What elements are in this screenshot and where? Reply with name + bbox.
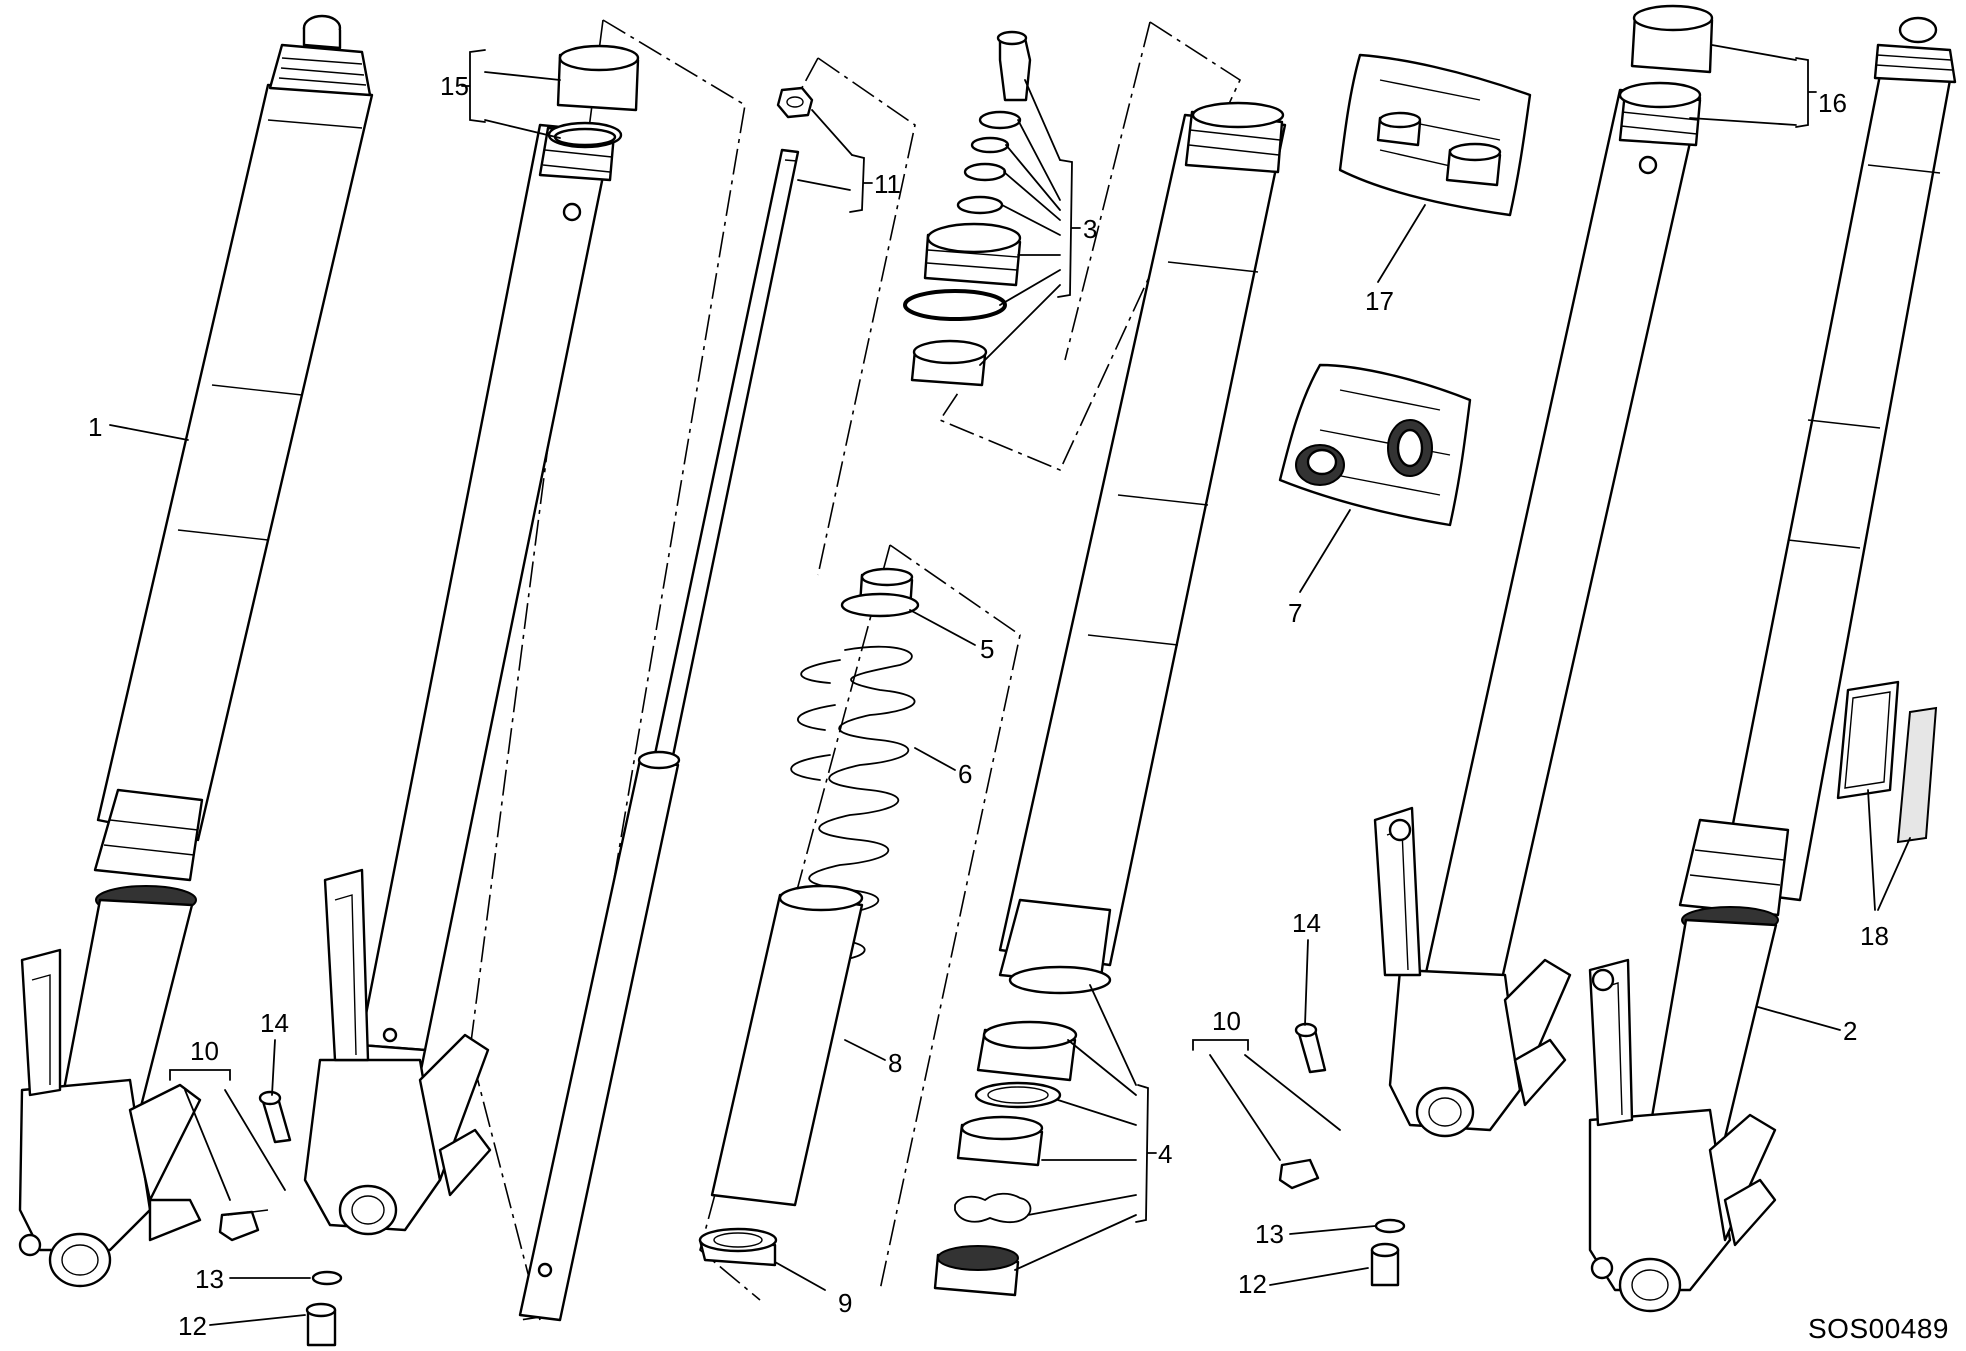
figure-code: SOS00489 [1808,1313,1949,1344]
callout-9: 9 [838,1288,852,1318]
part-3-cap-components [903,30,1032,387]
callout-10-right: 10 [1212,1006,1241,1036]
callout-labels: 1 2 3 4 5 6 7 8 9 10 10 11 12 12 13 13 1… [88,71,1949,1344]
callout-14-right: 14 [1292,908,1321,938]
callout-17: 17 [1365,286,1394,316]
callout-15: 15 [440,71,469,101]
callout-11: 11 [874,169,901,199]
part-11-damper-rod [518,86,814,1322]
callout-1: 1 [88,412,102,442]
part-18-decals [1836,680,1938,844]
part-15-bushings [553,44,640,147]
callout-4: 4 [1158,1139,1172,1169]
callout-13-left: 13 [195,1264,224,1294]
callout-16: 16 [1818,88,1847,118]
part-2-right-fork-assembly [1588,16,1957,1313]
callout-6: 6 [958,759,972,789]
part-7-seal-kit-pack [1278,363,1472,527]
part-1-left-fork-assembly [18,14,374,1288]
right-fork-slider [1373,81,1702,1138]
callout-12-right: 12 [1238,1269,1267,1299]
callout-13-right: 13 [1255,1219,1284,1249]
callout-3: 3 [1083,214,1097,244]
part-8-spacer-tube [710,884,864,1207]
center-fork-tube [998,101,1287,995]
leader-lines [109,44,1911,1326]
callout-7: 7 [1288,598,1302,628]
left-fork-slider [303,121,623,1236]
callout-10-left: 10 [190,1036,219,1066]
callout-8: 8 [888,1048,902,1078]
part-4-seal-kit [933,1020,1078,1297]
callout-5: 5 [980,634,994,664]
part-5-spring-seat [840,567,920,618]
right-small-hardware [1278,1022,1406,1287]
left-small-hardware [218,1090,343,1347]
part-9-lower-seat [698,1227,778,1267]
callout-18: 18 [1860,921,1889,951]
callout-2: 2 [1843,1016,1857,1046]
callout-14-left: 14 [260,1008,289,1038]
part-17-bushing-kit-pack [1338,53,1532,217]
callout-12-left: 12 [178,1311,207,1341]
